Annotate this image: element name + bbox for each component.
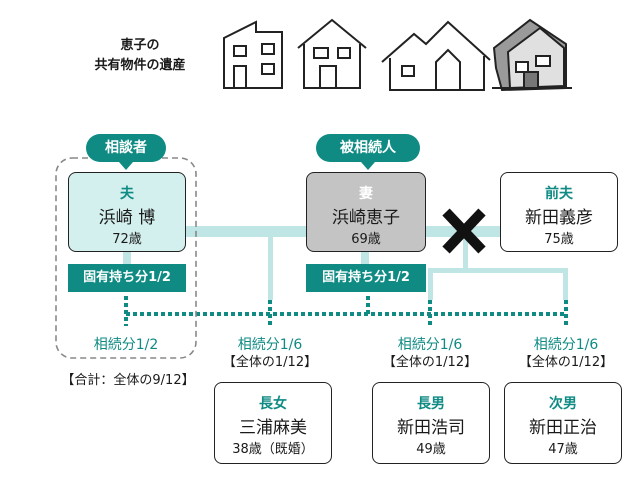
eldest-son-age: 49歳 [416, 442, 446, 457]
daughter-inheritance-share: 相続分1/6 [237, 337, 303, 353]
wife-role: 妻 [359, 186, 373, 202]
husband-inheritance-share: 相続分1/2 [93, 337, 159, 353]
husband-own-share: 固有持ち分1/2 [68, 264, 186, 292]
wife-age: 69歳 [351, 232, 381, 247]
second-son-age: 47歳 [548, 442, 578, 457]
house-1-icon [223, 20, 283, 89]
wife-name: 浜崎恵子 [332, 208, 400, 228]
ex-husband-name: 新田義彦 [525, 208, 593, 228]
houses-caption: 恵子の 共有物件の遺産 [70, 36, 210, 76]
husband-total-share: 【合計：全体の9/12】 [61, 373, 195, 388]
decedent-label: 被相続人 [316, 134, 420, 162]
eldest-daughter-card: 長女 三浦麻美 38歳（既婚） [214, 382, 332, 464]
second-son-name: 新田正治 [529, 418, 597, 438]
second-son-branch-line [563, 268, 568, 300]
husband-drop-line [123, 252, 131, 266]
husband-name: 浜崎 博 [98, 208, 156, 228]
husband-role: 夫 [120, 186, 134, 202]
ex-husband-role: 前夫 [545, 186, 573, 202]
eldest-daughter-age: 38歳（既婚） [232, 442, 314, 457]
second-son-role: 次男 [549, 396, 577, 412]
eldest-son-branch-line [428, 268, 433, 300]
ex-husband-age: 75歳 [544, 232, 574, 247]
eldest-daughter-role: 長女 [259, 396, 287, 412]
second-son-inheritance-share: 相続分1/6 [533, 337, 599, 353]
eldest-son-inheritance-share: 相続分1/6 [397, 337, 463, 353]
wife-own-share: 固有持ち分1/2 [306, 264, 426, 292]
ex-husband-drop-line [463, 236, 468, 272]
house-2-icon [297, 18, 367, 89]
eldest-son-role: 長男 [417, 396, 445, 412]
consultant-label: 相談者 [86, 134, 166, 162]
wife-drop-line [361, 252, 369, 266]
house-4-icon [492, 18, 572, 92]
daughter-branch-line [268, 236, 273, 300]
second-son-whole-share: 【全体の1/12】 [518, 355, 614, 370]
ex-husband-card: 前夫 新田義彦 75歳 [500, 172, 618, 252]
houses-caption-line-2: 共有物件の遺産 [94, 58, 186, 73]
daughter-whole-share: 【全体の1/12】 [222, 355, 318, 370]
eldest-son-name: 新田浩司 [397, 418, 465, 438]
houses-caption-line-1: 恵子の [120, 38, 160, 53]
eldest-son-whole-share: 【全体の1/12】 [382, 355, 478, 370]
husband-age: 72歳 [112, 232, 142, 247]
consultant-label-tail [119, 162, 133, 170]
eldest-daughter-name: 三浦麻美 [239, 418, 307, 438]
divorce-cross-icon [442, 208, 486, 254]
husband-card: 夫 浜崎 博 72歳 [68, 172, 186, 252]
wife-card: 妻 浜崎恵子 69歳 [306, 172, 426, 252]
second-son-card: 次男 新田正治 47歳 [504, 382, 622, 464]
house-3-icon [381, 20, 491, 91]
eldest-son-card: 長男 新田浩司 49歳 [372, 382, 490, 464]
houses-illustration [223, 18, 572, 92]
decedent-label-tail [361, 162, 375, 170]
children-bar-line [428, 268, 568, 273]
